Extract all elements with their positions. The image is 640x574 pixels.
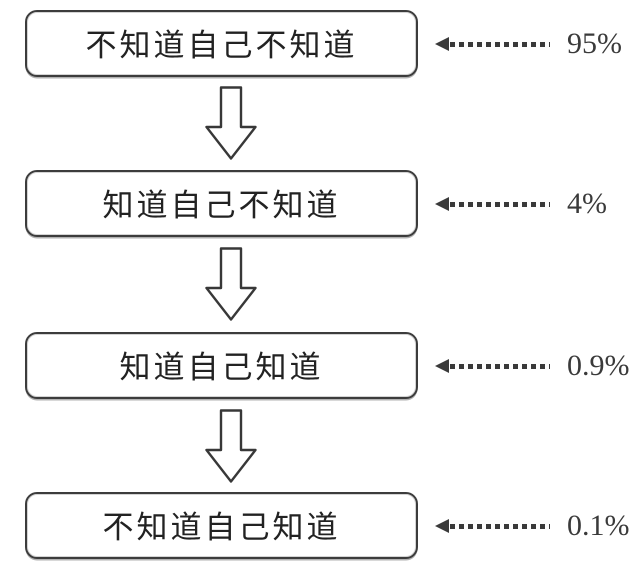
dotted-left-arrowhead-icon xyxy=(435,37,449,51)
down-arrow-icon xyxy=(205,86,257,160)
percent-label-2: 4% xyxy=(567,187,607,220)
dotted-left-arrowhead-icon xyxy=(435,197,449,211)
down-arrow-icon xyxy=(205,247,257,321)
flow-box-2-label: 知道自己不知道 xyxy=(102,188,341,223)
dotted-line xyxy=(450,41,550,47)
annotation-4: 0.1% xyxy=(435,509,630,543)
annotation-2: 4% xyxy=(435,187,607,221)
flow-box-4-label: 不知道自己知道 xyxy=(102,510,341,545)
flow-box-2: 知道自己不知道 xyxy=(25,170,418,237)
dotted-line xyxy=(450,523,550,529)
down-arrow-icon xyxy=(205,409,257,483)
flow-box-1-label: 不知道自己不知道 xyxy=(85,28,358,63)
dotted-left-arrowhead-icon xyxy=(435,359,449,373)
dotted-left-arrowhead-icon xyxy=(435,519,449,533)
annotation-1: 95% xyxy=(435,27,622,61)
flow-box-3-label: 知道自己知道 xyxy=(119,350,324,385)
dotted-line xyxy=(450,363,550,369)
annotation-3: 0.9% xyxy=(435,349,630,383)
flow-box-3: 知道自己知道 xyxy=(25,332,418,399)
percent-label-4: 0.1% xyxy=(567,509,630,542)
dotted-line xyxy=(450,201,550,207)
percent-label-3: 0.9% xyxy=(567,349,630,382)
flow-box-1: 不知道自己不知道 xyxy=(25,10,418,77)
percent-label-1: 95% xyxy=(567,27,622,60)
flow-box-4: 不知道自己知道 xyxy=(25,492,418,559)
